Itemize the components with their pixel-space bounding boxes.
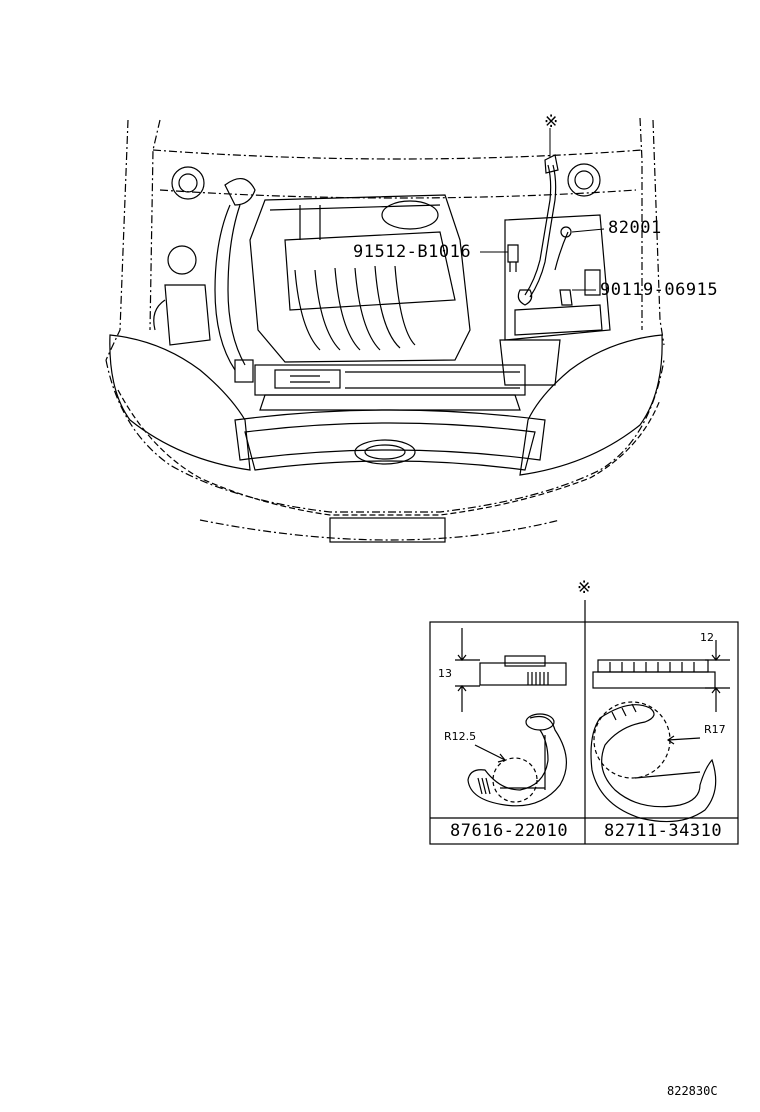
reference-mark-inset: ※ [577,578,592,598]
dimension-r12-5: R12.5 [444,730,477,743]
inset-part-number-right: 82711-34310 [604,821,723,841]
right-strut-tower [567,163,601,197]
bolt-91512 [507,244,519,272]
dimension-13: 13 [438,667,452,680]
ground-wire [517,154,573,306]
clamp-82711 [590,640,730,823]
front-grille [234,409,546,471]
callout-leaders [480,128,605,291]
radiator-support [254,364,526,411]
illustration-code: 822830C [667,1084,718,1098]
license-plate [329,517,446,543]
front-bumper [105,359,665,541]
hood-outline [105,117,665,361]
dimension-r17: R17 [704,723,726,736]
dimension-12: 12 [700,631,714,644]
left-strut-tower [171,166,205,200]
clamp-87616 [455,628,567,807]
part-label-90119-06915: 90119-06915 [600,280,719,300]
engine-block [249,194,471,363]
battery-area [499,214,611,386]
right-headlamp [519,334,663,476]
part-label-91512-B1016: 91512-B1016 [353,242,472,262]
part-label-82001: 82001 [608,218,662,238]
inset-part-number-left: 87616-22010 [450,821,569,841]
left-side-components [153,178,256,383]
left-headlamp [109,334,251,471]
reference-mark-top: ※ [544,112,559,132]
clamp-detail-inset [429,600,739,845]
